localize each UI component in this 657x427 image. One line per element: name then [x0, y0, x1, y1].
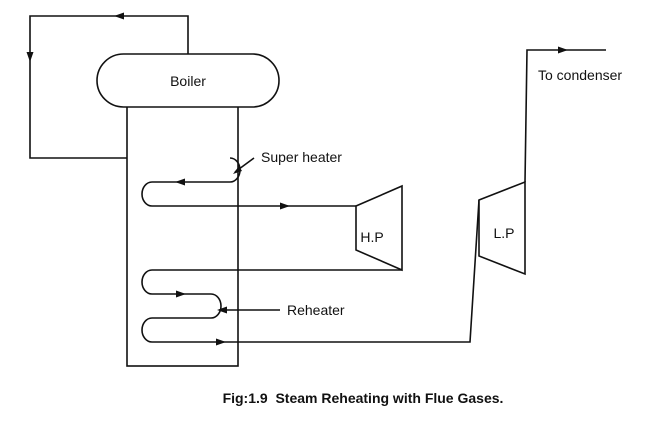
lp-turbine-label: L.P: [493, 225, 514, 241]
superheater-coil: [141, 157, 356, 207]
feed-arrow-left: [26, 52, 34, 62]
superheater-arrow-2: [280, 202, 290, 210]
reheater-arrow-2: [216, 338, 226, 346]
reheater-leader-head: [217, 306, 227, 314]
superheater-arrow-1: [175, 178, 185, 186]
hp-turbine-label: H.P: [360, 229, 383, 245]
super-heater-label: Super heater: [261, 149, 342, 165]
reheater-label: Reheater: [287, 302, 345, 318]
hp-turbine: [355, 184, 403, 272]
boiler-label: Boiler: [170, 73, 206, 89]
reheater-arrow-1: [176, 290, 186, 298]
feed-arrow-top: [114, 12, 124, 20]
to-condenser-label: To condenser: [538, 67, 622, 83]
feed-pipe: [29, 15, 230, 159]
condenser-pipe: [524, 49, 606, 183]
lp-turbine: [478, 180, 526, 276]
condenser-arrow: [558, 46, 568, 54]
super-heater-leader-head: [233, 166, 242, 174]
boiler-drum: [96, 53, 280, 108]
figure-caption: Fig:1.9 Steam Reheating with Flue Gases.: [223, 390, 504, 406]
hp-exhaust-pipe: [141, 199, 480, 343]
furnace-chamber: [126, 103, 239, 367]
